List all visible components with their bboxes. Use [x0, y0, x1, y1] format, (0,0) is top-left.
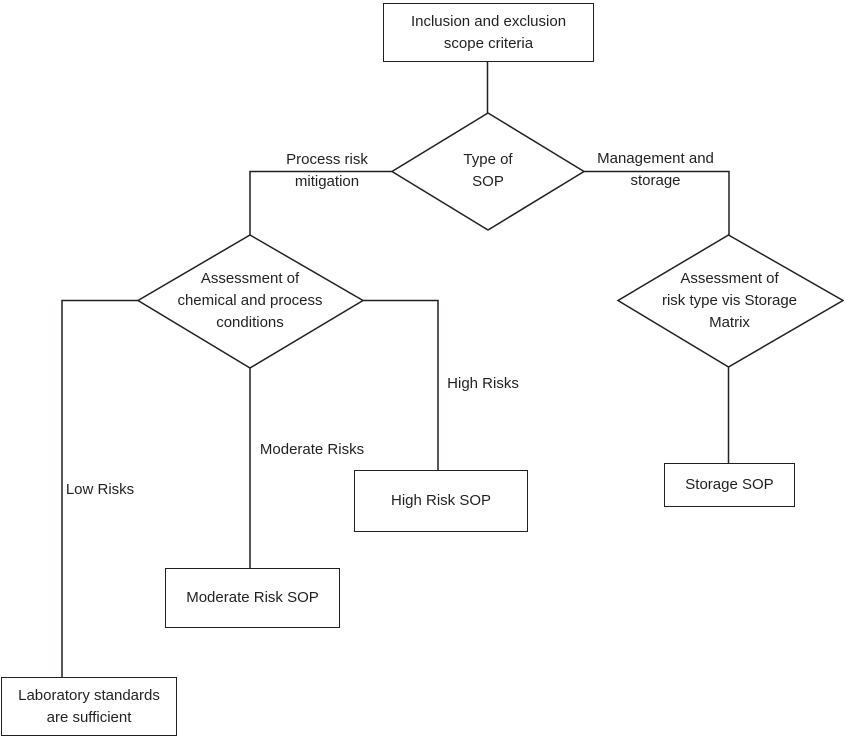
diamond-assessment-storage: [616, 234, 845, 368]
node-label-line: Laboratory standards: [18, 686, 160, 704]
node-label-line: Moderate Risk SOP: [186, 589, 319, 606]
node-inclusion-exclusion: Inclusion and exclusion scope criteria: [383, 3, 594, 62]
edge-typeofsop-to-storagematrix: [584, 170, 730, 236]
edge-typeofsop-to-chemical: [249, 170, 392, 236]
node-label-line: High Risk SOP: [390, 492, 492, 509]
edge-chemical-to-laboratory: [61, 299, 138, 677]
node-label-line: scope criteria: [443, 34, 534, 52]
node-storage-sop: Storage SOP: [664, 463, 795, 507]
edge-chemical-to-high: [363, 299, 439, 470]
node-label-line: are sufficient: [46, 708, 132, 726]
node-high-risk-sop: High Risk SOP: [354, 470, 528, 532]
diamond-type-of-sop: [390, 112, 586, 231]
node-label-line: Storage SOP: [685, 476, 774, 493]
node-label-line: Inclusion and exclusion: [410, 12, 567, 30]
diamond-assessment-chemical: [136, 234, 365, 369]
node-moderate-risk-sop: Moderate Risk SOP: [165, 568, 340, 628]
node-laboratory-standards: Laboratory standards are sufficient: [1, 677, 177, 736]
